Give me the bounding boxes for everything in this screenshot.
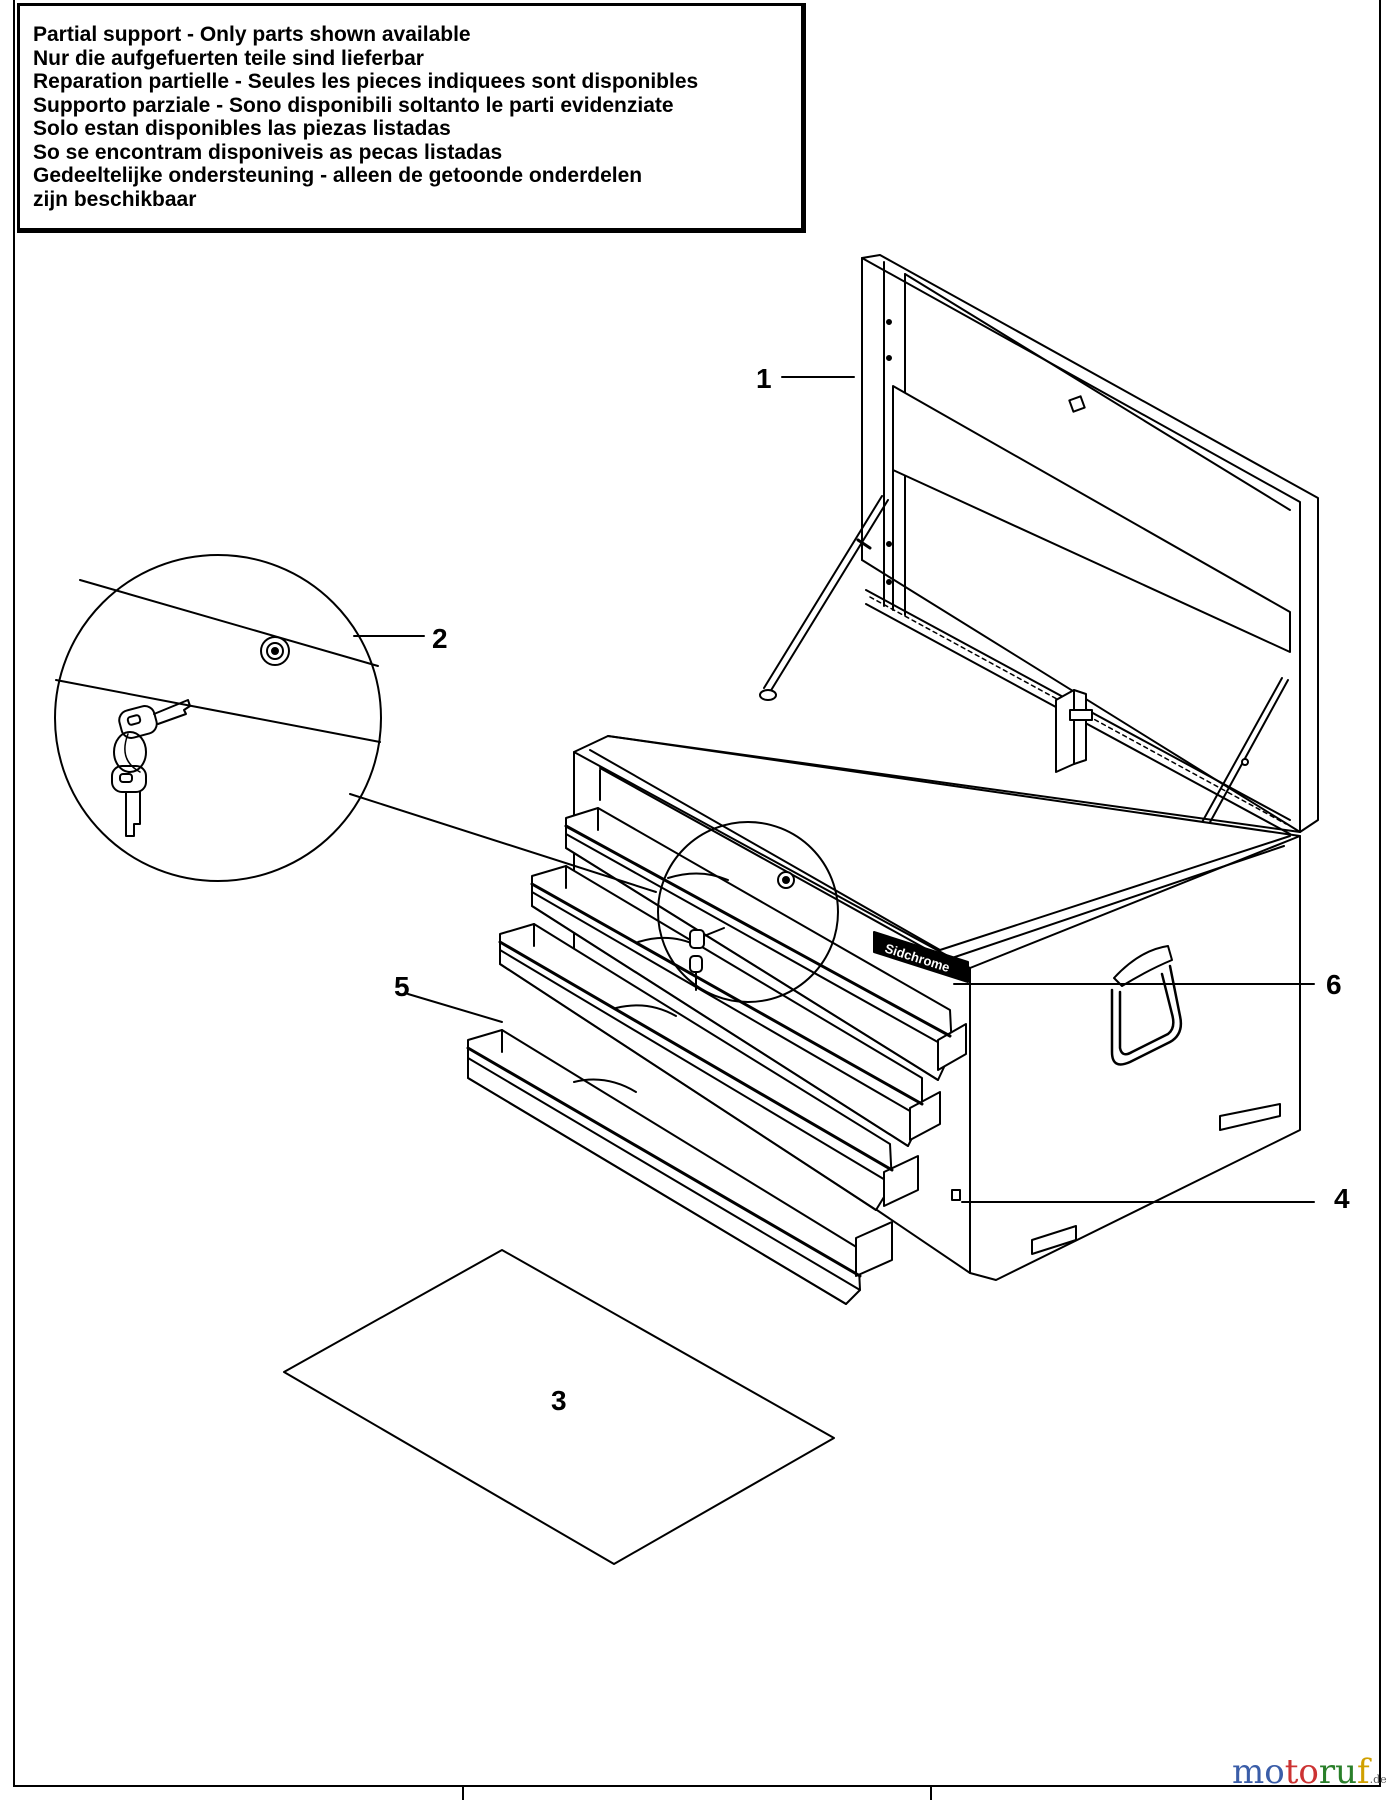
- callout-part-5: 5: [394, 971, 410, 1002]
- frame-right-border: [1379, 0, 1381, 1786]
- drawer-second: [531, 865, 941, 1147]
- watermark-part-a: mo: [1232, 1752, 1285, 1792]
- notice-line-nl-cont: zijn beschikbaar: [33, 187, 197, 211]
- callout-part-3: 3: [551, 1385, 567, 1416]
- notice-line-es: Solo estan disponibles las piezas listad…: [33, 117, 451, 140]
- watermark-part-c: ru: [1318, 1752, 1358, 1792]
- availability-notice: Partial support - Only parts shown avail…: [33, 23, 698, 211]
- notice-line-it: Supporto parziale - Sono disponibili sol…: [33, 93, 674, 117]
- watermark-part-d: f: [1357, 1752, 1370, 1792]
- callout-part-6: 6: [1326, 969, 1342, 1000]
- drawers: [466, 807, 967, 1305]
- notice-line-en: Partial support - Only parts shown avail…: [33, 23, 471, 46]
- watermark-part-b: to: [1284, 1752, 1319, 1792]
- site-watermark: motoruf.de: [1232, 1752, 1387, 1792]
- notice-line-de: Nur die aufgefuerten teile sind lieferba…: [33, 46, 424, 70]
- lock-reference-circle: [657, 821, 839, 1003]
- side-handle: [1110, 945, 1183, 1066]
- gas-strut-left: [759, 495, 889, 701]
- lock-detail-circle: [54, 554, 657, 893]
- notice-line-fr: Reparation partielle - Seules les pieces…: [33, 70, 699, 93]
- notice-line-pt: So se encontram disponiveis as pecas lis…: [33, 140, 503, 164]
- lid-stay-bracket: [1055, 689, 1093, 773]
- watermark-tld: .de: [1369, 1773, 1387, 1786]
- callout-part-4: 4: [1334, 1183, 1350, 1214]
- drawer-label-plate: [951, 1189, 961, 1201]
- notice-line-nl: Gedeeltelijke ondersteuning - alleen de …: [33, 164, 643, 187]
- keys-icon: [111, 699, 191, 837]
- frame-bottom-border: [13, 1785, 1381, 1787]
- frame-left-border: [13, 0, 15, 1786]
- drawer-third: [499, 923, 919, 1211]
- lid: [861, 254, 1319, 833]
- footer-divider: [462, 1785, 464, 1800]
- callout-leaders: [353, 376, 1315, 1203]
- drawer-liner-mat: [283, 1249, 835, 1565]
- callout-part-2: 2: [432, 623, 448, 654]
- drawer-bottom: [467, 1029, 893, 1305]
- footer-divider: [930, 1785, 932, 1800]
- availability-notice-box: Partial support - Only parts shown avail…: [17, 3, 806, 233]
- drawer-top: [565, 807, 967, 1081]
- callout-part-1: 1: [756, 363, 772, 394]
